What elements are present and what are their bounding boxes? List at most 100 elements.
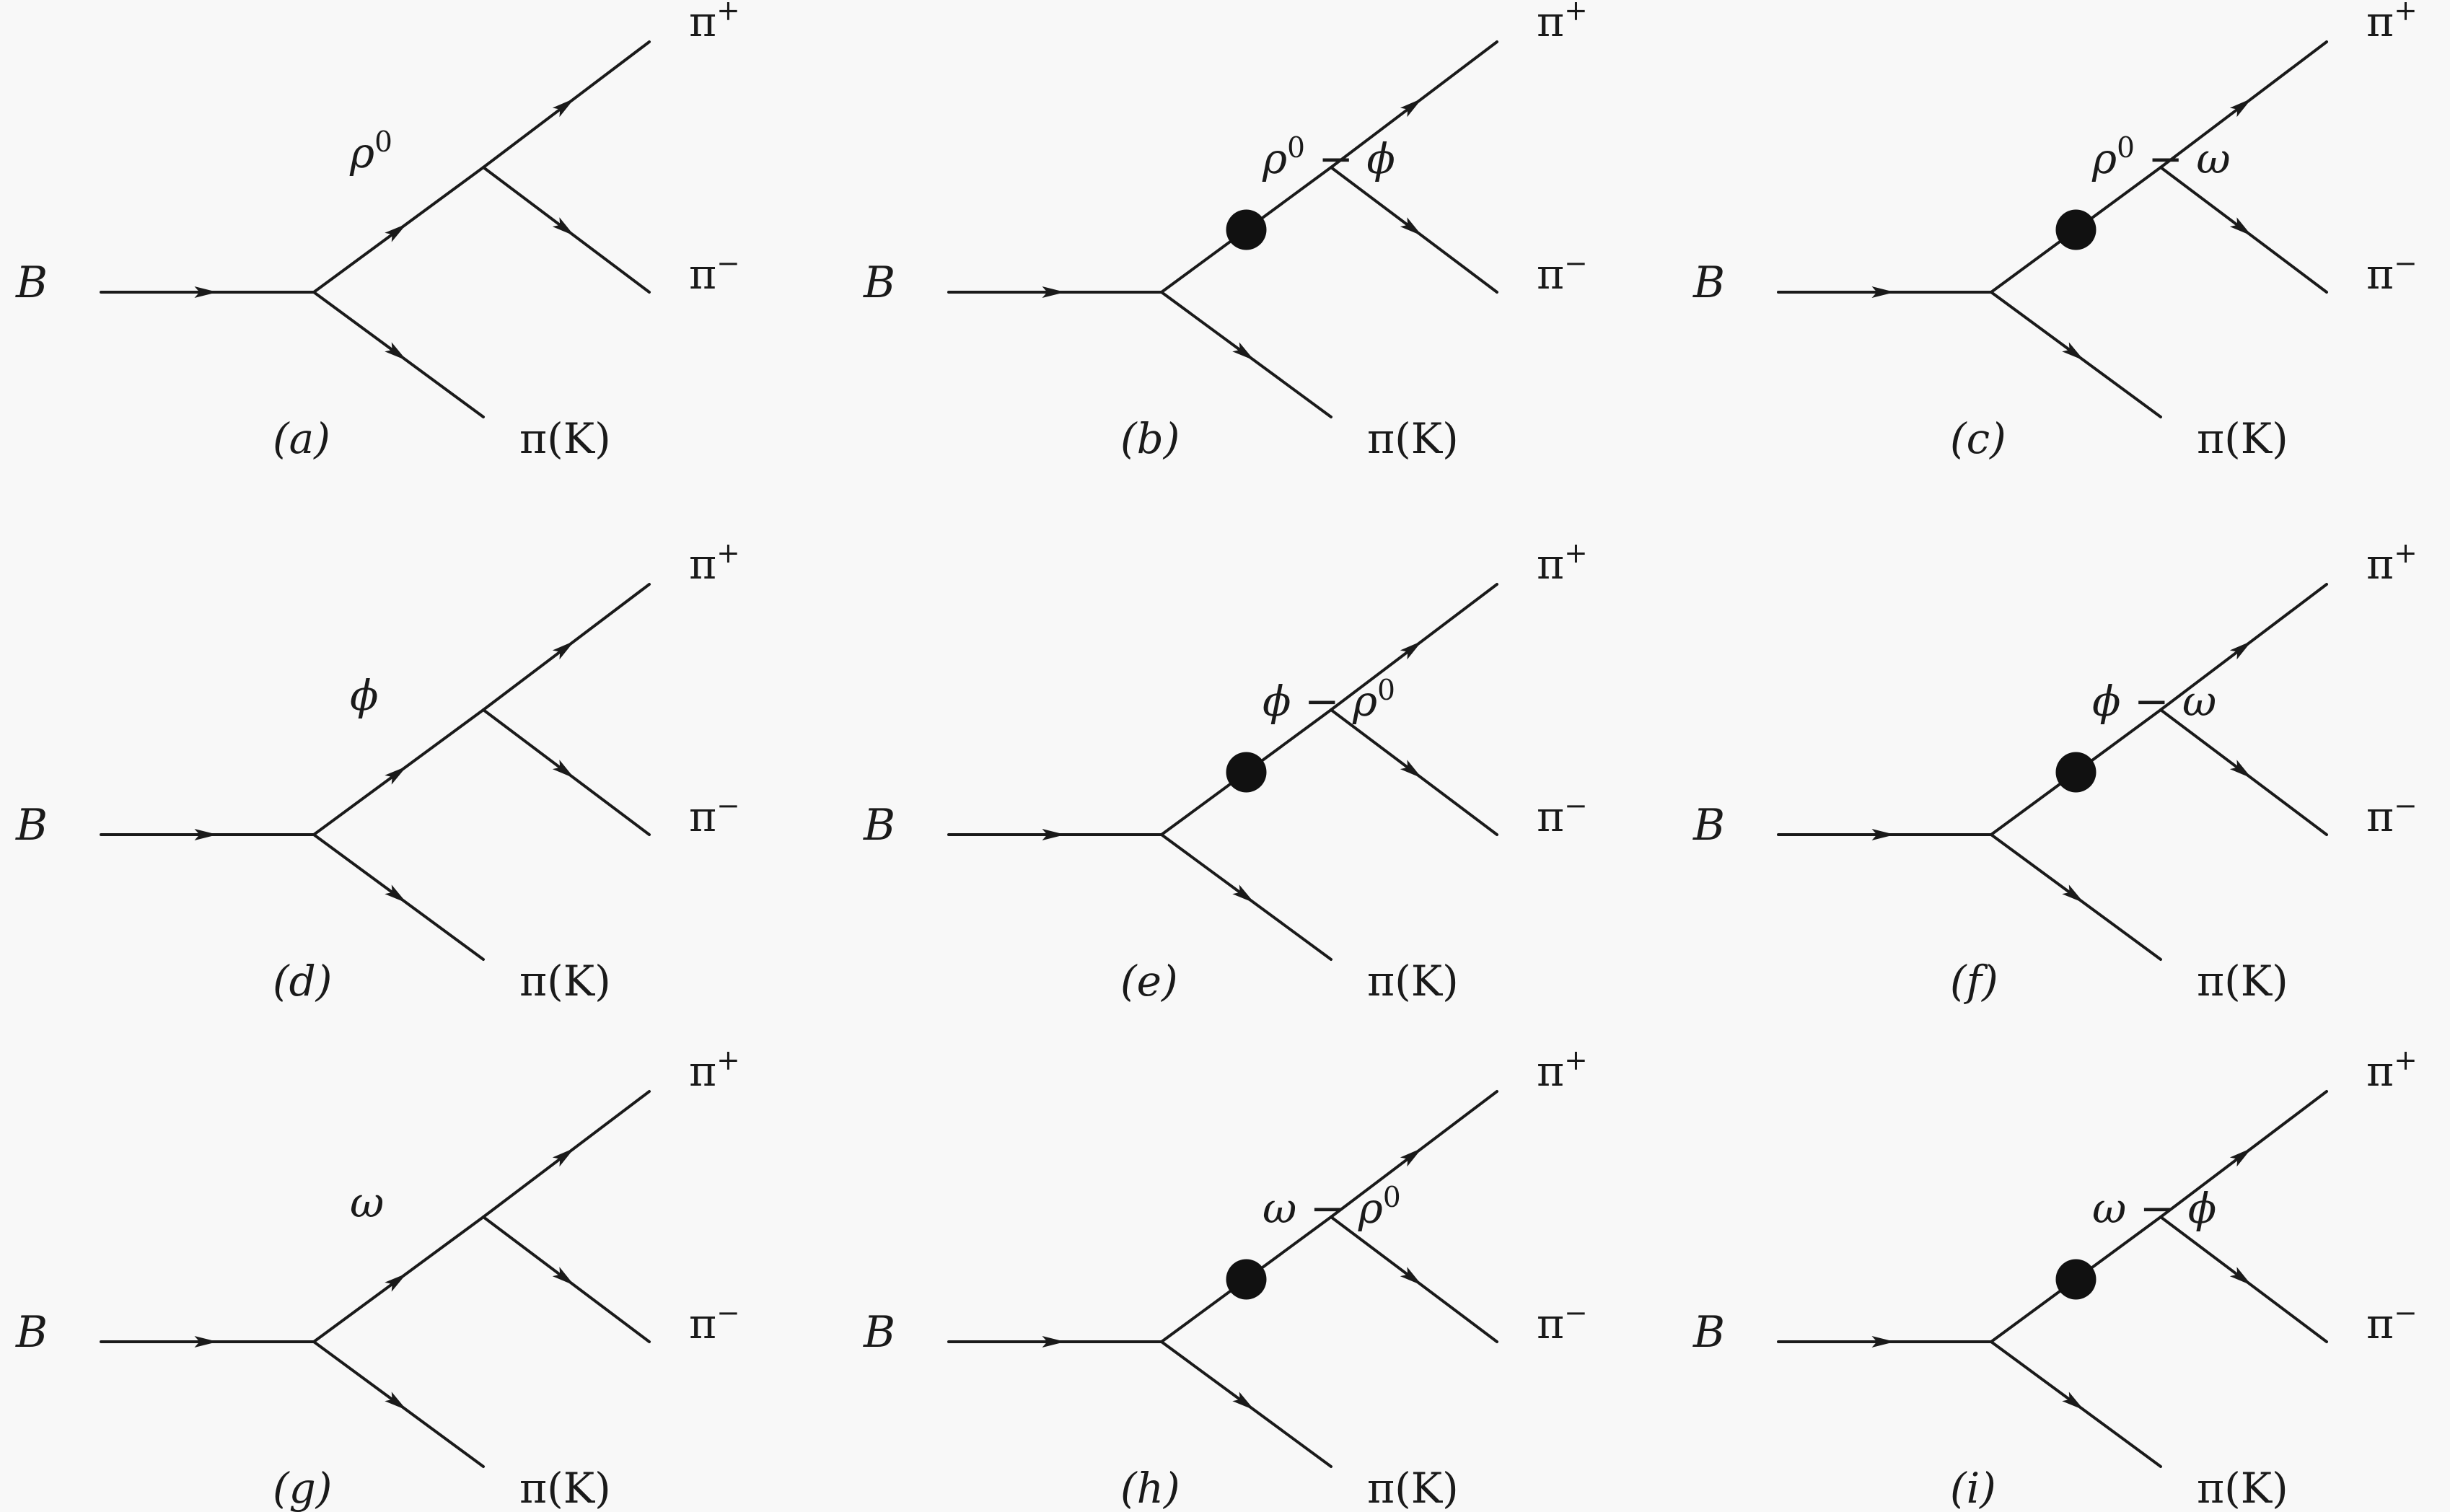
diagram-a-incoming-label: B — [15, 258, 48, 308]
diagram-i-mixing-blob — [2055, 1259, 2096, 1300]
diagram-f-mixing-blob — [2055, 752, 2096, 793]
diagram-b-spectator-line-arrow-icon — [1232, 342, 1255, 361]
diagram-b-spectator-label: π(K) — [1367, 414, 1459, 463]
diagram-a-pi-minus-label: π− — [689, 247, 740, 299]
diagram-i-pi-minus-line-arrow-icon — [2229, 1267, 2252, 1285]
diagram-d-pi-plus-label: π+ — [689, 537, 740, 589]
diagram-i-pi-minus-label: π− — [2366, 1297, 2418, 1349]
diagram-d-pi-minus-label: π− — [689, 790, 740, 842]
diagram-c-incoming-label: B — [1692, 258, 1725, 308]
diagram-c-pi-plus-label: π+ — [2366, 0, 2418, 46]
diagram-h-spectator-label: π(K) — [1367, 1464, 1459, 1512]
diagram-h-pi-plus-label: π+ — [1537, 1045, 1588, 1096]
diagram-g-intermediate-label: ω — [350, 1178, 384, 1227]
diagram-g-b-line-arrow-icon — [194, 1336, 218, 1348]
diagram-e-b-line-arrow-icon — [1042, 829, 1066, 840]
diagram-e-intermediate-label: ϕ − ρ0 — [1263, 674, 1395, 726]
diagram-a-pi-minus-line-arrow-icon — [552, 217, 575, 236]
diagram-b-intermediate-label: ρ0 − ϕ — [1262, 132, 1395, 184]
diagram-i-b-line-arrow-icon — [1871, 1336, 1895, 1348]
diagram-a-spectator-line-arrow-icon — [385, 342, 407, 361]
diagram-e-spectator-label: π(K) — [1367, 957, 1459, 1006]
diagram-b-b-line-arrow-icon — [1042, 286, 1066, 298]
diagram-h-pi-minus-label: π− — [1537, 1297, 1588, 1349]
diagram-c-b-line-arrow-icon — [1871, 286, 1895, 298]
diagram-h-pi-minus-line-arrow-icon — [1400, 1267, 1423, 1285]
diagram-b-pi-minus-line-arrow-icon — [1400, 217, 1423, 236]
diagram-c-intermediate-label: ρ0 − ω — [2091, 132, 2231, 184]
diagram-a-resonance-line-arrow-icon — [385, 224, 407, 242]
diagram-h-incoming-label: B — [863, 1307, 895, 1358]
diagram-f-intermediate-label: ϕ − ω — [2092, 677, 2216, 726]
diagram-g-pi-plus-label: π+ — [689, 1045, 740, 1096]
diagram-f-pi-plus-label: π+ — [2366, 537, 2418, 589]
diagram-f-b-line-arrow-icon — [1871, 829, 1895, 840]
diagram-a-pi-plus-line-arrow-icon — [552, 98, 575, 118]
diagram-h-intermediate-label: ω − ρ0 — [1263, 1182, 1401, 1234]
diagram-e-caption: (e) — [1120, 957, 1178, 1006]
diagram-f-spectator-label: π(K) — [2197, 957, 2288, 1006]
diagram-i-pi-plus-line-arrow-icon — [2229, 1148, 2252, 1167]
diagram-e-pi-minus-label: π− — [1537, 790, 1588, 842]
diagram-c-pi-plus-line-arrow-icon — [2229, 98, 2252, 118]
diagram-a-spectator-label: π(K) — [519, 414, 611, 463]
diagram-e-incoming-label: B — [863, 800, 895, 850]
diagram-f-pi-plus-line-arrow-icon — [2229, 641, 2252, 660]
diagram-c-mixing-blob — [2055, 209, 2096, 250]
diagram-c-spectator-line-arrow-icon — [2062, 342, 2084, 361]
diagram-b-caption: (b) — [1120, 414, 1180, 463]
diagram-b-pi-plus-line-arrow-icon — [1400, 98, 1423, 118]
diagram-a-pi-plus-label: π+ — [689, 0, 740, 46]
diagram-b-mixing-blob — [1226, 209, 1267, 250]
diagram-f-caption: (f) — [1950, 957, 1998, 1006]
diagram-c-pi-minus-label: π− — [2366, 247, 2418, 299]
diagram-c-pi-minus-line-arrow-icon — [2229, 217, 2252, 236]
diagram-b-pi-minus-label: π− — [1537, 247, 1588, 299]
diagram-e-pi-minus-line-arrow-icon — [1400, 760, 1423, 778]
diagram-g-spectator-line-arrow-icon — [385, 1392, 407, 1410]
diagram-d-b-line-arrow-icon — [194, 829, 218, 840]
diagram-d-pi-plus-line-arrow-icon — [552, 641, 575, 660]
diagram-g-pi-minus-line-arrow-icon — [552, 1267, 575, 1285]
diagram-g-resonance-line-arrow-icon — [385, 1273, 407, 1292]
diagram-g-pi-minus-label: π− — [689, 1297, 740, 1349]
diagram-e-mixing-blob — [1226, 752, 1267, 793]
diagram-h-b-line-arrow-icon — [1042, 1336, 1066, 1348]
diagram-i-pi-plus-label: π+ — [2366, 1045, 2418, 1096]
diagram-f-incoming-label: B — [1692, 800, 1725, 850]
diagram-i-caption: (i) — [1950, 1464, 1996, 1512]
diagram-a-intermediate-label: ρ0 — [349, 126, 392, 178]
diagram-d-pi-minus-line-arrow-icon — [552, 760, 575, 778]
diagram-b-pi-plus-label: π+ — [1537, 0, 1588, 46]
diagram-i-incoming-label: B — [1692, 1307, 1725, 1358]
diagram-g-pi-plus-line-arrow-icon — [552, 1148, 575, 1167]
diagram-d-intermediate-label: ϕ — [350, 671, 379, 720]
diagram-d-incoming-label: B — [15, 800, 48, 850]
diagram-d-spectator-label: π(K) — [519, 957, 611, 1006]
diagram-e-spectator-line-arrow-icon — [1232, 884, 1255, 903]
diagram-i-spectator-line-arrow-icon — [2062, 1392, 2084, 1410]
diagram-h-pi-plus-line-arrow-icon — [1400, 1148, 1423, 1167]
diagram-c-spectator-label: π(K) — [2197, 414, 2288, 463]
diagram-f-pi-minus-label: π− — [2366, 790, 2418, 842]
diagram-f-pi-minus-line-arrow-icon — [2229, 760, 2252, 778]
diagram-h-mixing-blob — [1226, 1259, 1267, 1300]
diagram-d-spectator-line-arrow-icon — [385, 884, 407, 903]
diagram-e-pi-plus-line-arrow-icon — [1400, 641, 1423, 660]
diagram-h-caption: (h) — [1120, 1464, 1180, 1512]
diagram-a-caption: (a) — [273, 414, 330, 463]
diagram-b-incoming-label: B — [863, 258, 895, 308]
diagram-c-caption: (c) — [1950, 414, 2006, 463]
diagram-g-incoming-label: B — [15, 1307, 48, 1358]
diagram-i-spectator-label: π(K) — [2197, 1464, 2288, 1512]
diagram-d-resonance-line-arrow-icon — [385, 766, 407, 785]
diagram-g-spectator-label: π(K) — [519, 1464, 611, 1512]
diagram-g-caption: (g) — [273, 1464, 332, 1512]
diagram-f-spectator-line-arrow-icon — [2062, 884, 2084, 903]
diagram-a-b-line-arrow-icon — [194, 286, 218, 298]
diagram-h-spectator-line-arrow-icon — [1232, 1392, 1255, 1410]
diagram-e-pi-plus-label: π+ — [1537, 537, 1588, 589]
diagram-i-intermediate-label: ω − ϕ — [2092, 1184, 2216, 1233]
diagram-d-caption: (d) — [273, 957, 332, 1006]
